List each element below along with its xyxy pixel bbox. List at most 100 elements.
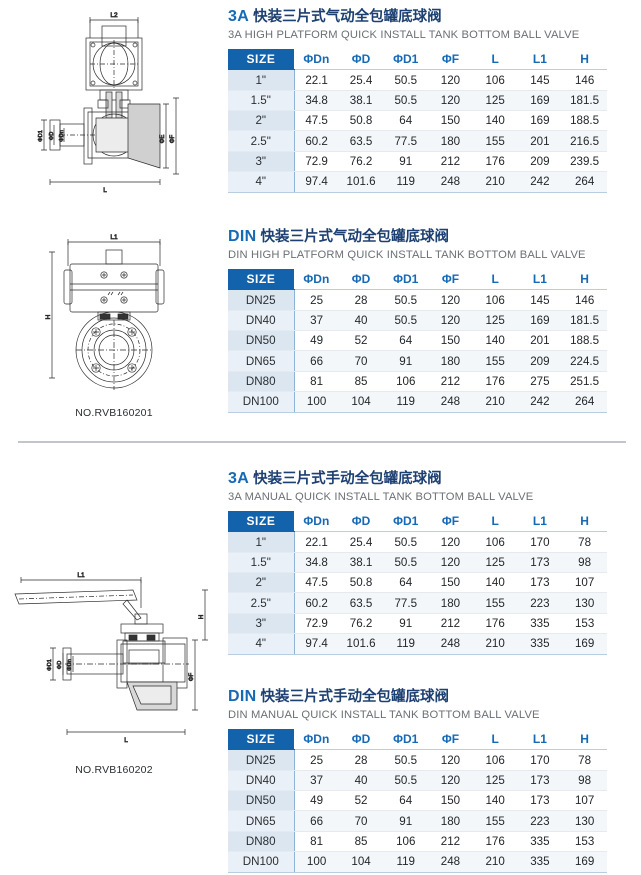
cell-size: 1.5": [228, 90, 295, 112]
cell-d1: 50.5: [383, 749, 429, 771]
table-row: DN50 49 52 64 150 140 173 107: [228, 790, 607, 812]
cell-dn: 60.2: [294, 592, 339, 614]
cell-d1: 50.5: [383, 69, 429, 91]
manual-lever-valve-section-view: L1 H: [14, 572, 208, 744]
column-header-f: ΦF: [428, 728, 473, 751]
heading-cn-text: 快装三片式气动全包罐底球阀: [260, 229, 450, 245]
cell-d: 28: [338, 749, 384, 771]
svg-text:ΦD1: ΦD1: [47, 659, 53, 671]
cell-h: 264: [562, 391, 607, 413]
section-heading-en: DIN MANUAL QUICK INSTALL TANK BOTTOM BAL…: [228, 709, 540, 722]
cell-size: 4": [228, 633, 295, 655]
cell-h: 78: [562, 531, 607, 553]
cell-f: 120: [428, 69, 473, 91]
column-header-l: L: [472, 728, 518, 751]
cell-l1: 170: [517, 749, 563, 771]
svg-text:L2: L2: [110, 12, 118, 19]
heading-cn-text: 快装三片式手动全包罐底球阀: [253, 471, 442, 487]
spec-column: DIN 快装三片式气动全包罐底球阀 DIN HIGH PLATFORM QUIC…: [228, 228, 641, 419]
cell-f: 248: [428, 391, 473, 413]
cell-dn: 25: [294, 289, 339, 311]
cell-d: 50.8: [338, 572, 384, 594]
section-heading-cn: 3A 快装三片式手动全包罐底球阀: [228, 470, 607, 488]
cell-f: 248: [428, 633, 473, 655]
table-header-row: SIZE ΦDn ΦD ΦD1 ΦF L L1 H: [228, 48, 607, 71]
cell-h: 107: [562, 572, 607, 594]
cell-dn: 81: [294, 831, 339, 853]
cell-size: 3": [228, 613, 295, 635]
cell-dn: 34.8: [294, 552, 339, 574]
section-din-pneumatic: L1 H: [0, 228, 641, 419]
cell-d1: 50.5: [383, 310, 429, 332]
svg-text:L: L: [124, 737, 128, 744]
cell-l1: 173: [517, 552, 563, 574]
cell-f: 180: [428, 592, 473, 614]
cell-dn: 97.4: [294, 633, 339, 655]
cell-h: 146: [562, 289, 607, 311]
cell-d1: 50.5: [383, 289, 429, 311]
cell-h: 153: [562, 831, 607, 853]
cell-l: 210: [472, 171, 518, 193]
cell-l1: 223: [517, 810, 563, 832]
column-header-dn: ΦDn: [294, 510, 339, 533]
svg-text:ΦF: ΦF: [189, 672, 195, 681]
table-row: DN80 81 85 106 212 176 335 153: [228, 831, 607, 853]
spec-table: SIZE ΦDn ΦD ΦD1 ΦF L L1 H DN25 25 28 50.…: [228, 268, 607, 413]
cell-size: 1": [228, 69, 295, 91]
cell-size: 2.5": [228, 592, 295, 614]
table-row: 2" 47.5 50.8 64 150 140 173 107: [228, 572, 607, 594]
svg-text:H: H: [45, 314, 52, 319]
cell-l: 140: [472, 110, 518, 132]
column-header-l1: L1: [517, 48, 563, 71]
column-header-l: L: [472, 48, 518, 71]
cell-f: 248: [428, 851, 473, 873]
cell-d1: 50.5: [383, 90, 429, 112]
cell-l1: 335: [517, 851, 563, 873]
table-row: 1.5" 34.8 38.1 50.5 120 125 169 181.5: [228, 90, 607, 112]
cell-l1: 335: [517, 633, 563, 655]
cell-d: 52: [338, 330, 384, 352]
cell-size: DN100: [228, 851, 295, 873]
cell-l1: 169: [517, 310, 563, 332]
cell-l: 155: [472, 350, 518, 372]
cell-l: 140: [472, 790, 518, 812]
drawing-column-placeholder: [0, 688, 228, 873]
cell-dn: 97.4: [294, 171, 339, 193]
svg-text:ΦD1: ΦD1: [38, 130, 44, 142]
svg-text:L1: L1: [110, 234, 118, 241]
column-header-size: SIZE: [228, 268, 294, 291]
section-heading-cn: DIN 快装三片式手动全包罐底球阀: [228, 688, 607, 706]
column-header-h: H: [562, 268, 607, 291]
cell-l1: 242: [517, 171, 563, 193]
cell-h: 169: [562, 851, 607, 873]
section-din-manual: DIN 快装三片式手动全包罐底球阀 DIN MANUAL QUICK INSTA…: [0, 688, 641, 873]
cell-f: 248: [428, 171, 473, 193]
cell-dn: 49: [294, 330, 339, 352]
cell-d1: 91: [383, 350, 429, 372]
column-header-d: ΦD: [338, 510, 384, 533]
cell-f: 212: [428, 613, 473, 635]
cell-d1: 119: [383, 171, 429, 193]
spec-table: SIZE ΦDn ΦD ΦD1 ΦF L L1 H 1" 22.1 25.4 5…: [228, 48, 607, 193]
drawing-column: L1 H: [0, 470, 228, 776]
column-header-dn: ΦDn: [294, 268, 339, 291]
cell-size: 2": [228, 110, 295, 132]
cell-l1: 201: [517, 330, 563, 352]
cell-l: 176: [472, 371, 518, 393]
cell-l1: 169: [517, 110, 563, 132]
svg-text:H: H: [199, 615, 205, 619]
cell-d1: 64: [383, 572, 429, 594]
cell-d: 28: [338, 289, 384, 311]
spec-column: DIN 快装三片式手动全包罐底球阀 DIN MANUAL QUICK INSTA…: [228, 688, 641, 873]
cell-h: 130: [562, 810, 607, 832]
cell-h: 264: [562, 171, 607, 193]
cell-size: 2": [228, 572, 295, 594]
cell-f: 120: [428, 770, 473, 792]
cell-l1: 242: [517, 391, 563, 413]
cell-size: DN80: [228, 831, 295, 853]
cell-l: 106: [472, 531, 518, 553]
pneumatic-actuator-valve-section-view: L2: [38, 12, 179, 194]
cell-l1: 201: [517, 130, 563, 152]
table-header-row: SIZE ΦDn ΦD ΦD1 ΦF L L1 H: [228, 510, 607, 533]
